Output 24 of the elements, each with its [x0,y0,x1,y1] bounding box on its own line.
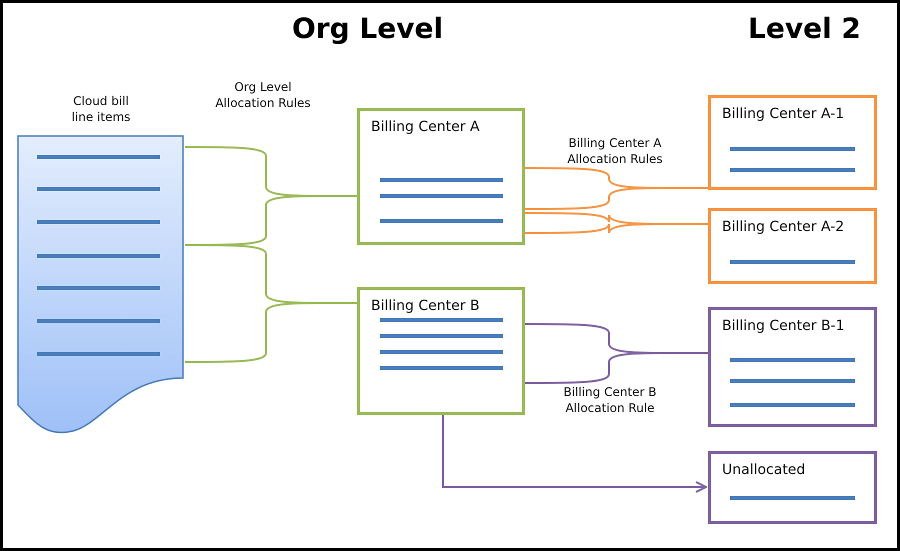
box-title: Billing Center A-1 [722,106,844,122]
box-title: Billing Center B-1 [722,318,845,334]
box-title: Unallocated [722,462,806,478]
arrow [442,415,707,493]
rules-note: Org Level Allocation Rules [214,80,312,112]
document-caption: Cloud bill line items [70,94,132,126]
bracket-connector [184,244,358,363]
box-title: Billing Center A-2 [722,219,844,235]
bracket-connector [524,167,709,210]
box-title: Billing Center A [371,119,480,135]
billing-center-box [708,95,877,190]
billing-center-box [708,307,877,427]
billing-center-box [357,108,525,245]
rules-note: Billing Center B Allocation Rule [562,385,658,416]
rules-note: Billing Center A Allocation Rules [566,136,664,168]
billing-center-box [708,208,877,284]
billing-center-box [357,287,525,415]
column-heading: Level 2 [748,12,861,45]
bracket-connector [524,212,709,234]
bracket-connector [524,323,709,384]
column-heading: Org Level [292,12,444,45]
billing-center-box [708,451,877,524]
box-title: Billing Center B [371,298,480,314]
bracket-connector [184,146,358,246]
